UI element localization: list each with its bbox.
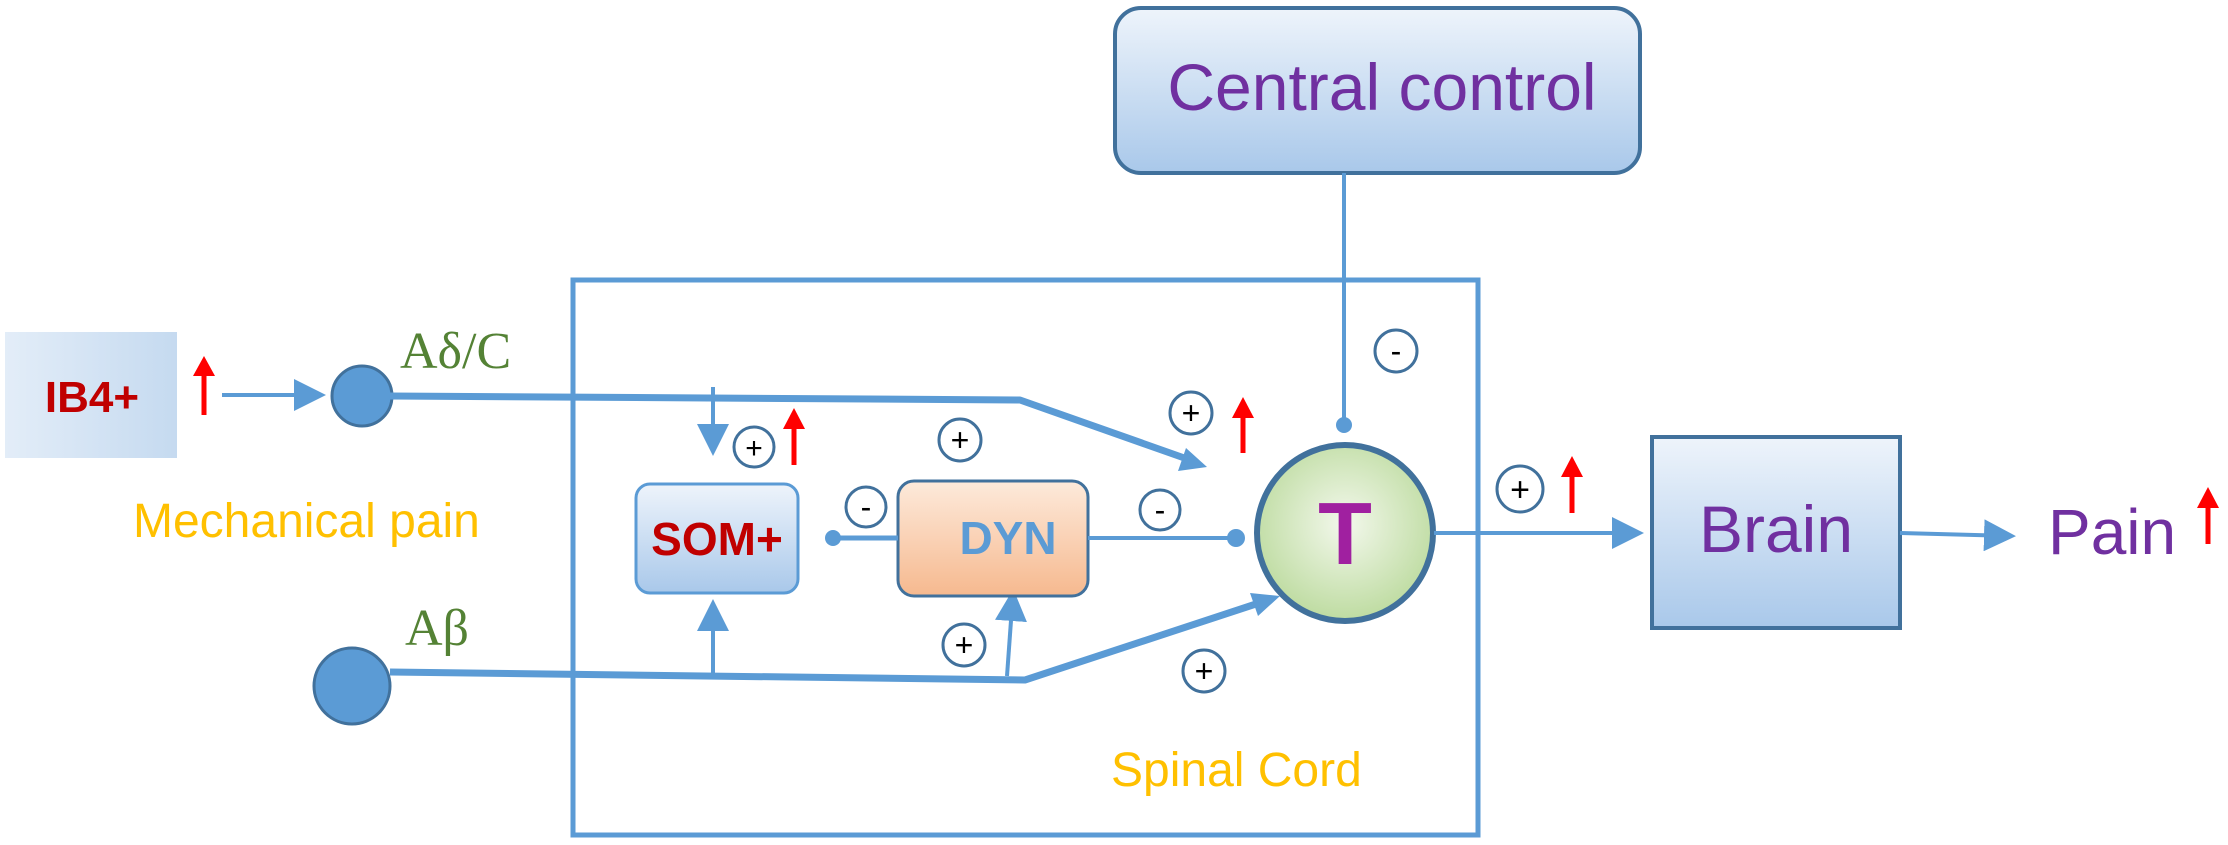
svg-text:+: + (1510, 471, 1530, 509)
dyn-to-t-terminal-dot (1227, 529, 1245, 547)
a-delta-c-label: Aδ/C (400, 323, 511, 380)
t-brain-up-arrow-icon (1561, 456, 1583, 513)
a-beta-neuron (312, 646, 392, 726)
a-delta-som-up-arrow-icon (783, 408, 805, 465)
a-beta-fiber (389, 598, 1264, 684)
central-control-label: Central control (1167, 50, 1596, 124)
sign-badge-a-beta-t-plus: + (1181, 648, 1227, 694)
a-beta-label: Aβ (405, 600, 469, 657)
sign-badge-a-delta-t-plus: + (1168, 390, 1214, 436)
svg-text:+: + (1195, 653, 1214, 689)
spinal-cord-label: Spinal Cord (1111, 744, 1362, 797)
sign-badge-dyn-t-minus: - (1138, 488, 1182, 532)
brain-label: Brain (1699, 492, 1853, 566)
t-cell (1254, 442, 1436, 624)
sign-badge-dyn-som-minus: - (844, 485, 888, 529)
a-delta-c-neuron (330, 364, 394, 428)
a-delta-c-fiber-arrowhead (1178, 448, 1207, 471)
a-beta-to-dyn-branch (995, 589, 1027, 677)
som-label: SOM+ (651, 513, 783, 565)
t-cell-label: T (1318, 484, 1372, 583)
central-control-terminal-dot (1336, 417, 1352, 433)
a-beta-fiber-arrowhead (1250, 593, 1280, 616)
sign-badge-t-brain-plus: + (1495, 464, 1545, 514)
spinal-cord-frame (570, 277, 1481, 838)
pain-label: Pain (2048, 496, 2176, 568)
dyn-to-som-terminal-dot (825, 530, 841, 546)
pain-up-arrow-icon (2197, 487, 2219, 544)
ib4-box (5, 332, 177, 458)
svg-text:-: - (1155, 492, 1166, 528)
mechanical-pain-label: Mechanical pain (133, 495, 480, 548)
ib4-label: IB4+ (45, 373, 139, 422)
sign-badge-dyn-top-plus: + (937, 417, 983, 463)
brain-to-pain-arrow (1899, 519, 2016, 552)
brain-box (1650, 435, 1902, 630)
som-box (634, 482, 800, 595)
a-delta-c-fiber (389, 392, 1192, 464)
svg-text:-: - (861, 489, 872, 525)
dyn-label: DYN (959, 512, 1056, 564)
svg-text:-: - (1391, 333, 1402, 369)
a-delta-t-up-arrow-icon (1232, 397, 1254, 453)
central-control-box (1113, 6, 1642, 175)
svg-text:+: + (1182, 395, 1201, 431)
svg-text:+: + (955, 627, 974, 663)
sign-badge-a-delta-som-plus: + (732, 425, 776, 469)
sign-badge-a-beta-dyn-plus: + (941, 622, 987, 668)
svg-text:+: + (951, 422, 970, 458)
ib4-up-arrow-icon (193, 356, 215, 415)
svg-text:+: + (745, 432, 763, 465)
sign-badge-central-minus: - (1373, 328, 1419, 374)
